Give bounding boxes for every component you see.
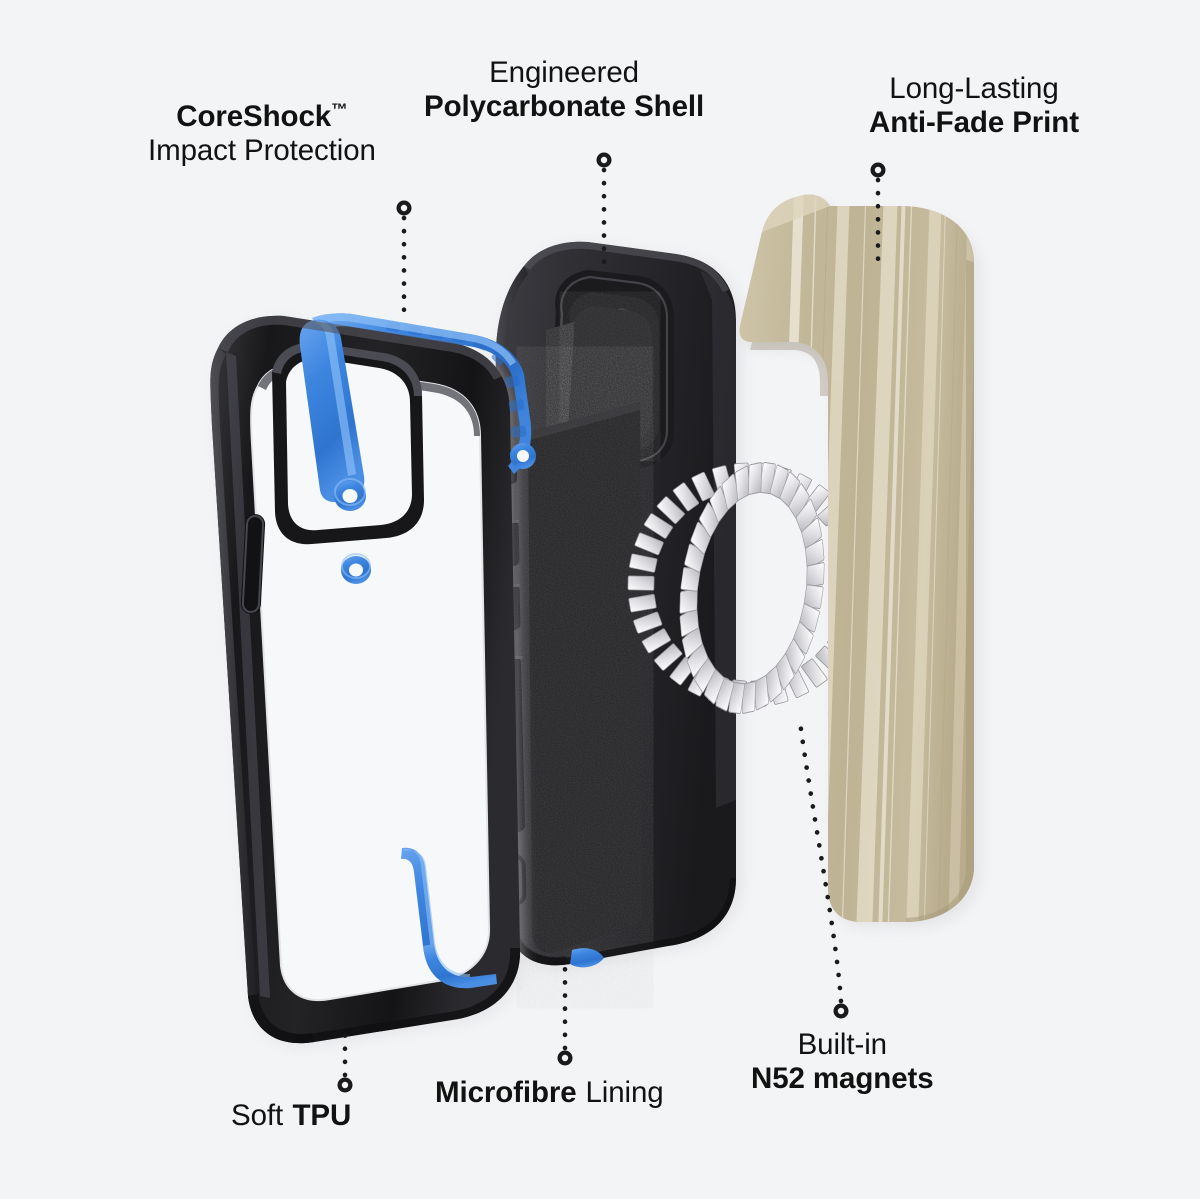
callout-antifade: Long-Lasting Anti-Fade Print [869,72,1079,140]
microfibre-top-edge [528,402,640,440]
callout-polycarbonate-line1: Engineered [489,56,639,89]
callout-markers [337,152,886,1093]
shell-top-highlight [524,241,729,292]
microfibre-bold: Microfibre [435,1076,577,1109]
coreshock-brand: CoreShock [176,100,332,133]
callout-antifade-line1: Long-Lasting [889,72,1059,105]
tpu-rail-sheen [226,352,270,998]
tpu-blue-strip-left-highlight [314,320,356,476]
shell-microfibre-texture [528,402,642,954]
callout-leader-lines [342,167,881,1078]
callout-coreshock-line1: CoreShock™ [148,100,376,134]
callout-antifade-line2: Anti-Fade Print [869,106,1079,140]
shell-right-sheen [700,270,736,808]
tpu-top-edge-highlight [218,315,502,380]
shell-bottom-edge [508,878,736,966]
trademark-icon: ™ [331,100,348,120]
soft-tpu-light: Soft [231,1099,284,1132]
tpu-blue-strip-bottom [401,847,471,989]
callout-coreshock: CoreShock™ Impact Protection [148,100,376,168]
layer-polycarbonate-shell [495,241,742,970]
tpu-blue-strip-bottom-tail [423,944,497,989]
tpu-left-rail-edge [210,348,314,1044]
callout-n52-line1: Built-in [797,1028,887,1061]
callout-n52-line2: N52 magnets [751,1062,934,1096]
tpu-blue-ring-lower [341,553,371,584]
tpu-camera-ring-highlight [272,342,422,396]
callout-polycarbonate-line2: Polycarbonate Shell [424,90,705,124]
tpu-blue-ring-upper [334,478,366,511]
shell-left-rail [495,266,570,966]
tpu-side-button-cutout-rim [241,515,265,613]
tpu-blue-strip-bottom-highlight [403,848,470,980]
shell-bottom-blue-tab [570,948,604,968]
tpu-blue-strip-highlight [312,313,516,366]
callout-polycarbonate: Engineered Polycarbonate Shell [424,56,704,124]
tpu-blue-ring-right [510,443,536,469]
callout-coreshock-line2: Impact Protection [148,134,376,168]
layer-soft-tpu-bumper [210,313,536,1048]
microfibre-light: Lining [585,1076,664,1109]
n52-magnet-ring-perspective [679,462,825,714]
callout-n52-magnets: Built-in N52 magnets [751,1028,934,1096]
soft-tpu-bold: TPU [292,1099,352,1132]
print-panel-notch-shadow [750,342,828,396]
tpu-bottom-edge [248,948,521,1044]
